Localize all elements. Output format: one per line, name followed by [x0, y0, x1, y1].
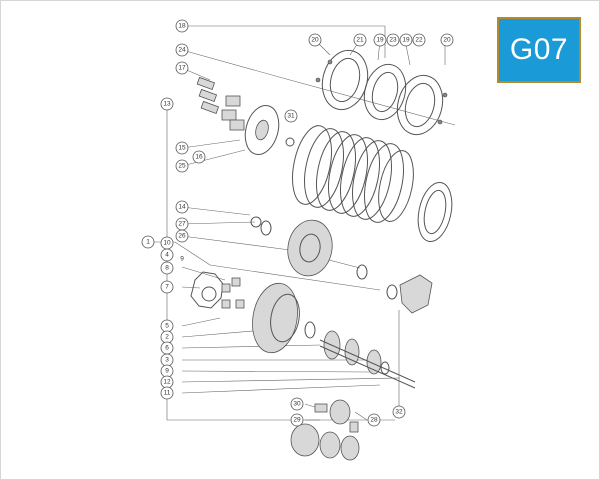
callout: 4	[160, 248, 174, 262]
svg-text:19: 19	[402, 37, 410, 44]
svg-text:13: 13	[163, 101, 171, 108]
svg-text:14: 14	[178, 204, 186, 211]
svg-text:12: 12	[163, 379, 171, 386]
callout: 19	[399, 33, 413, 47]
svg-text:1: 1	[146, 239, 150, 246]
svg-text:16: 16	[195, 154, 203, 161]
svg-text:26: 26	[178, 233, 186, 240]
svg-text:5: 5	[165, 323, 169, 330]
callout: 26	[175, 229, 189, 243]
svg-text:23: 23	[389, 37, 397, 44]
clutch-disc-stack	[292, 125, 453, 243]
section-code-badge: G07	[497, 17, 581, 83]
svg-text:31: 31	[287, 113, 295, 120]
callout: 6	[160, 341, 174, 355]
svg-text:32: 32	[395, 409, 403, 416]
callout: 27	[175, 217, 189, 231]
inner-hub	[250, 216, 368, 280]
callout: 24	[175, 43, 189, 57]
callout: 7	[160, 280, 174, 294]
callout: 15	[175, 141, 189, 155]
callout: 20	[440, 33, 454, 47]
svg-text:28: 28	[370, 417, 378, 424]
svg-text:7: 7	[165, 284, 169, 291]
springs-and-plate	[196, 76, 295, 156]
callout: 16	[192, 150, 206, 164]
svg-text:18: 18	[178, 23, 186, 30]
svg-text:9: 9	[180, 256, 184, 263]
svg-text:20: 20	[443, 37, 451, 44]
callout: 22	[412, 33, 426, 47]
callout: 8	[160, 261, 174, 275]
shaft-and-gears	[319, 274, 433, 389]
callout: 14	[175, 200, 189, 214]
callout: 1	[141, 235, 155, 249]
callout: 20	[308, 33, 322, 47]
svg-text:2: 2	[165, 334, 169, 341]
cover-plates	[315, 49, 448, 136]
callout: 31	[284, 109, 298, 123]
callout: 9	[180, 256, 184, 263]
lower-gear-group	[290, 399, 360, 461]
callout: 28	[367, 413, 381, 427]
svg-text:8: 8	[165, 265, 169, 272]
svg-text:27: 27	[178, 221, 186, 228]
svg-text:9: 9	[165, 368, 169, 375]
svg-text:6: 6	[165, 345, 169, 352]
callout: 2	[160, 330, 174, 344]
callout: 5	[160, 319, 174, 333]
callout: 13	[160, 97, 174, 111]
svg-text:29: 29	[293, 417, 301, 424]
callout: 12	[160, 375, 174, 389]
callout: 21	[353, 33, 367, 47]
svg-text:25: 25	[178, 163, 186, 170]
svg-text:17: 17	[178, 65, 186, 72]
callout: 23	[386, 33, 400, 47]
svg-text:15: 15	[178, 145, 186, 152]
callout: 17	[175, 61, 189, 75]
svg-text:3: 3	[165, 357, 169, 364]
callout: 25	[175, 159, 189, 173]
svg-text:19: 19	[376, 37, 384, 44]
svg-text:20: 20	[311, 37, 319, 44]
callout: 10	[160, 236, 174, 250]
clutch-basket	[190, 271, 316, 354]
svg-text:24: 24	[178, 47, 186, 54]
svg-text:4: 4	[165, 252, 169, 259]
callout: 18	[175, 19, 189, 33]
callout-labels: 18 20 21 19 23 19 22 20 24 17 13 31 15 1…	[141, 19, 454, 427]
callout: 32	[392, 405, 406, 419]
svg-text:11: 11	[164, 390, 171, 397]
svg-text:22: 22	[415, 37, 423, 44]
callout: 30	[290, 397, 304, 411]
callout: 9	[160, 364, 174, 378]
callout: 3	[160, 353, 174, 367]
svg-text:21: 21	[356, 37, 364, 44]
callout: 11	[160, 386, 174, 400]
svg-text:30: 30	[293, 401, 301, 408]
svg-text:10: 10	[163, 240, 171, 247]
callout: 19	[373, 33, 387, 47]
callout: 29	[290, 413, 304, 427]
